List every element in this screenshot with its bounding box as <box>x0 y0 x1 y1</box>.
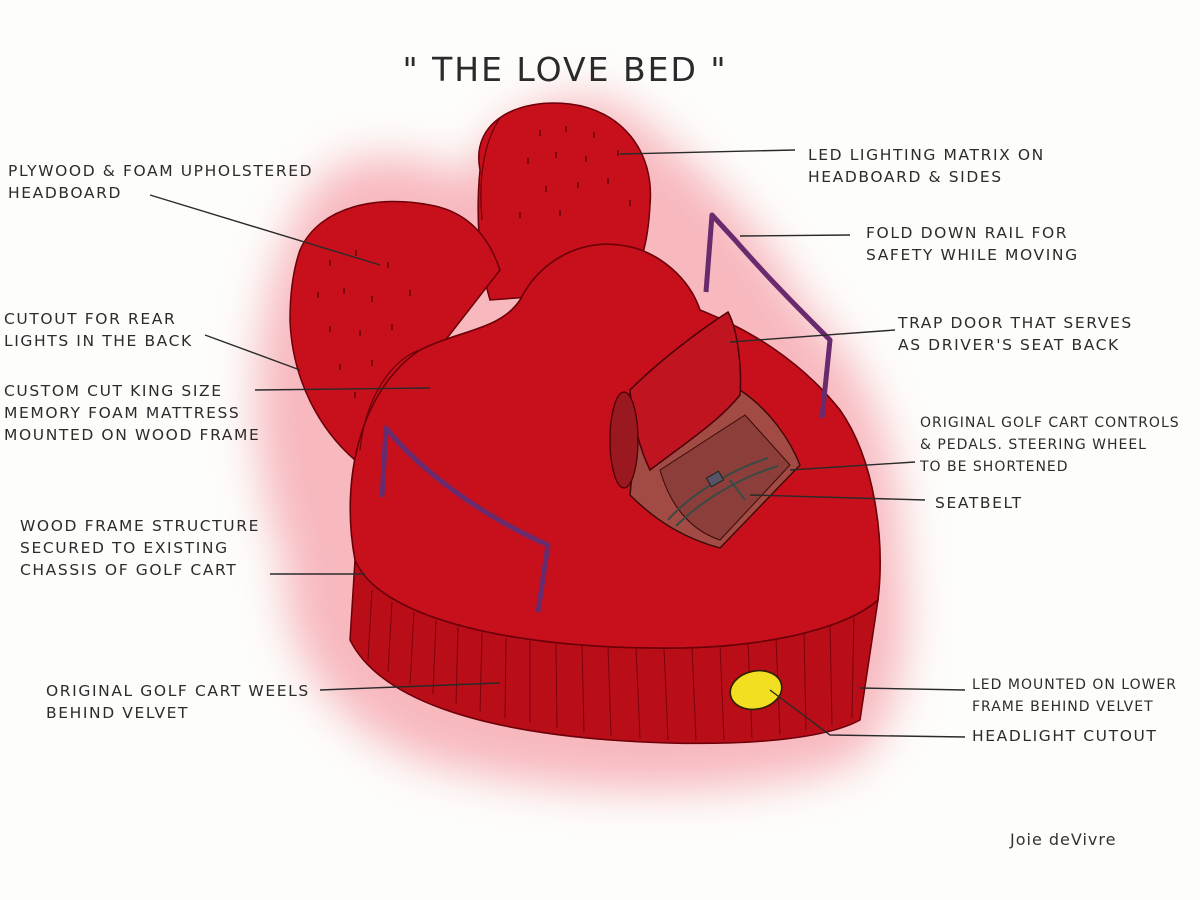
leader-headlight <box>769 689 966 738</box>
label-headlight: HEADLIGHT CUTOUT <box>972 725 1158 747</box>
safety-rail-left <box>379 425 551 613</box>
seatbelt-buckle <box>705 470 725 488</box>
label-trap-door-line-2: AS DRIVER'S SEAT BACK <box>898 336 1120 354</box>
label-wheels-line-2: BEHIND VELVET <box>46 704 190 722</box>
leader-seatbelt <box>749 494 926 501</box>
label-frame: WOOD FRAME STRUCTURE SECURED TO EXISTING… <box>20 515 260 581</box>
headboard-back-edge <box>480 117 501 221</box>
label-mattress-line-1: CUSTOM CUT KING SIZE <box>4 382 223 400</box>
leader-rear-lights <box>204 334 301 371</box>
label-headlight-line-1: HEADLIGHT CUTOUT <box>972 727 1158 745</box>
label-rail-line-1: FOLD DOWN RAIL FOR <box>866 224 1069 242</box>
leader-led-lower <box>859 687 966 691</box>
label-mattress: CUSTOM CUT KING SIZE MEMORY FOAM MATTRES… <box>4 380 260 446</box>
leader-rail <box>739 234 851 237</box>
label-led-lighting-line-1: LED LIGHTING MATRIX ON <box>808 146 1045 164</box>
label-led-lighting: LED LIGHTING MATRIX ON HEADBOARD & SIDES <box>808 144 1045 188</box>
label-led-lower-line-1: LED MOUNTED ON LOWER <box>972 677 1178 693</box>
trap-door-hinge-side <box>609 391 639 489</box>
label-led-lower: LED MOUNTED ON LOWER FRAME BEHIND VELVET <box>972 674 1177 718</box>
leader-trap-door <box>729 329 896 343</box>
trap-door-seat-back <box>629 310 742 472</box>
label-frame-line-3: CHASSIS OF GOLF CART <box>20 561 238 579</box>
label-rear-lights: CUTOUT FOR REAR LIGHTS IN THE BACK <box>4 308 193 352</box>
label-controls-line-3: TO BE SHORTENED <box>920 459 1069 475</box>
label-seatbelt-line-1: SEATBELT <box>935 494 1023 512</box>
sketch-title: " THE LOVE BED " <box>402 50 728 89</box>
label-mattress-line-2: MEMORY FOAM MATTRESS <box>4 404 241 422</box>
label-led-lower-line-2: FRAME BEHIND VELVET <box>972 699 1154 715</box>
mattress-front-edge <box>359 349 421 451</box>
label-trap-door-line-1: TRAP DOOR THAT SERVES <box>898 314 1133 332</box>
label-headboard-line-1: PLYWOOD & FOAM UPHOLSTERED <box>8 162 314 180</box>
label-wheels: ORIGINAL GOLF CART WEELS BEHIND VELVET <box>46 680 310 724</box>
label-rear-lights-line-1: CUTOUT FOR REAR <box>4 310 177 328</box>
label-rear-lights-line-2: LIGHTS IN THE BACK <box>4 332 193 350</box>
label-trap-door: TRAP DOOR THAT SERVES AS DRIVER'S SEAT B… <box>898 312 1133 356</box>
label-controls-line-1: ORIGINAL GOLF CART CONTROLS <box>920 415 1180 431</box>
label-headboard: PLYWOOD & FOAM UPHOLSTERED HEADBOARD <box>8 160 313 204</box>
leader-mattress <box>254 387 431 391</box>
artist-signature: Joie deVivre <box>1010 830 1117 849</box>
leader-headboard <box>149 194 381 266</box>
label-frame-line-2: SECURED TO EXISTING <box>20 539 229 557</box>
label-mattress-line-3: MOUNTED ON WOOD FRAME <box>4 426 261 444</box>
leader-wheels <box>319 682 501 691</box>
safety-rail-right <box>703 212 833 419</box>
label-frame-line-1: WOOD FRAME STRUCTURE <box>20 517 260 535</box>
label-seatbelt: SEATBELT <box>935 492 1023 514</box>
label-rail-line-2: SAFETY WHILE MOVING <box>866 246 1079 264</box>
label-controls-line-2: & PEDALS. STEERING WHEEL <box>920 437 1147 453</box>
headlight-cutout <box>729 669 783 711</box>
skirt-pleats <box>367 589 855 741</box>
label-controls: ORIGINAL GOLF CART CONTROLS & PEDALS. ST… <box>920 412 1180 478</box>
label-rail: FOLD DOWN RAIL FOR SAFETY WHILE MOVING <box>866 222 1079 266</box>
headboard-tufting <box>317 126 631 398</box>
label-wheels-line-1: ORIGINAL GOLF CART WEELS <box>46 682 310 700</box>
leader-led-lighting <box>619 149 796 155</box>
leader-controls <box>789 461 916 471</box>
label-led-lighting-line-2: HEADBOARD & SIDES <box>808 168 1003 186</box>
label-headboard-line-2: HEADBOARD <box>8 184 122 202</box>
